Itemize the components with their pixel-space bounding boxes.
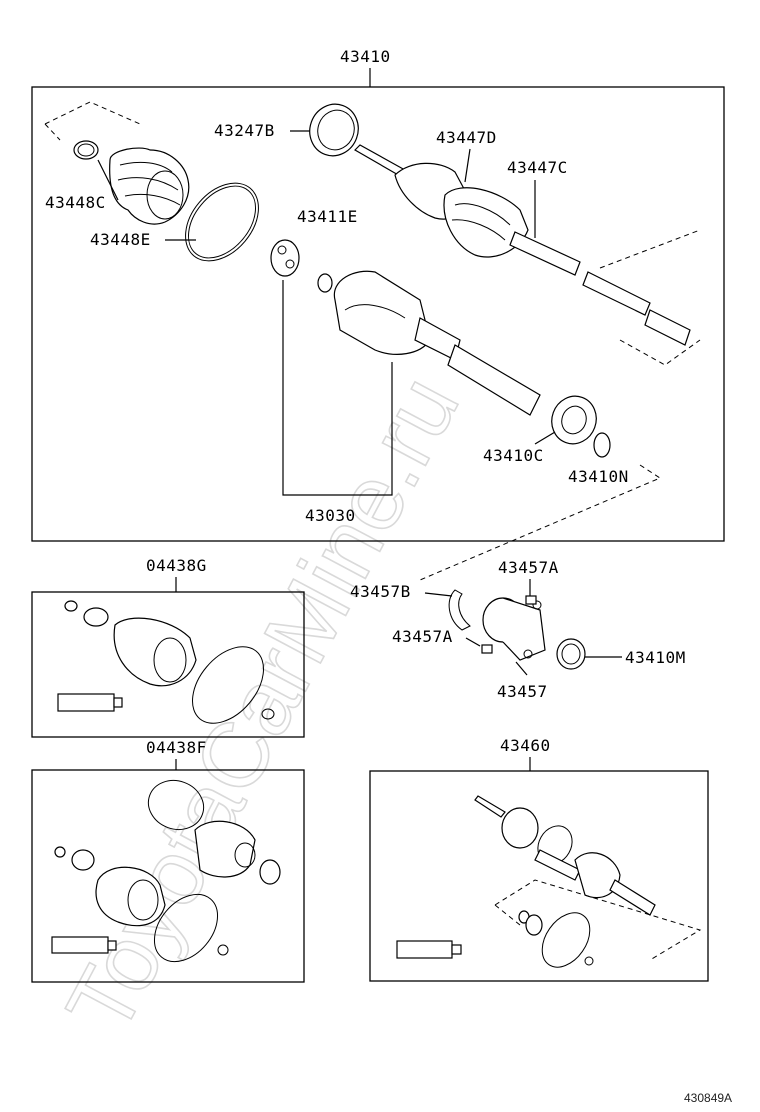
part-label-43410C[interactable]: 43410C [483, 446, 544, 465]
rear-shaft-group: 43460 [369, 736, 709, 982]
bearing-cage-icon [270, 239, 300, 277]
boot-icon [109, 147, 190, 225]
oil-seal-icon [556, 638, 586, 670]
grease-tube-icon [396, 940, 462, 959]
assembly-label-04438G[interactable]: 04438G [146, 556, 207, 575]
small-ring-icon [317, 273, 333, 293]
seal-icon [593, 432, 611, 458]
part-label-43247B[interactable]: 43247B [214, 121, 275, 140]
part-label-43411E[interactable]: 43411E [297, 207, 358, 226]
inboard-joint-icon [333, 270, 541, 416]
part-label-43410N[interactable]: 43410N [568, 467, 629, 486]
band-large-icon [185, 182, 259, 262]
part-label-43457A-top[interactable]: 43457A [498, 558, 559, 577]
assembly-label-43460[interactable]: 43460 [500, 736, 551, 755]
housing-icon [482, 597, 546, 661]
part-label-43448E[interactable]: 43448E [90, 230, 151, 249]
snap-ring-icon [448, 589, 471, 631]
part-label-43448C[interactable]: 43448C [45, 193, 106, 212]
part-label-43457[interactable]: 43457 [497, 682, 548, 701]
part-label-43447D[interactable]: 43447D [436, 128, 497, 147]
boot-kit-inboard-group: 04438F [31, 738, 305, 983]
assembly-label-43410[interactable]: 43410 [340, 47, 391, 66]
main-assembly-frame [31, 86, 725, 542]
clamp-small-icon [73, 140, 99, 160]
grease-tube-icon [57, 693, 123, 712]
part-label-43030[interactable]: 43030 [305, 506, 356, 525]
bolt-icon [481, 595, 537, 654]
outboard-joint-icon [354, 144, 701, 366]
bearing-icon [551, 395, 597, 445]
boot-kit-outboard-frame [31, 591, 305, 738]
grease-tube-icon [51, 936, 117, 954]
dust-ring-icon [309, 103, 359, 157]
boot-kit-outboard-group: 04438G [31, 556, 305, 738]
assembly-label-04438F[interactable]: 04438F [146, 738, 207, 757]
part-label-43457A-left[interactable]: 43457A [392, 627, 453, 646]
part-label-43457B[interactable]: 43457B [350, 582, 411, 601]
boot-kit-inboard-frame [31, 769, 305, 983]
part-label-43447C[interactable]: 43447C [507, 158, 568, 177]
part-label-43410M[interactable]: 43410M [625, 648, 686, 667]
rear-shaft-frame [369, 770, 709, 982]
main-assembly-group: 43410 43448C 43448E 43247B [31, 47, 725, 581]
housing-group: 43457A 43457B 43457A 43410M 43457 [350, 558, 686, 701]
reference-code: 430849A [684, 1091, 732, 1105]
